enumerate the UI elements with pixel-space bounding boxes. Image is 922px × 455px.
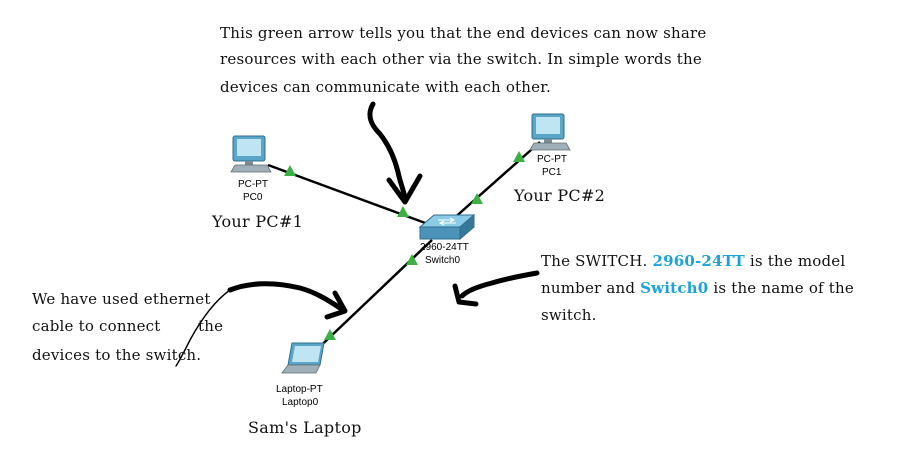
hand-drawn-arrows xyxy=(175,101,540,367)
hand-arrow-to-cable-head xyxy=(324,290,348,320)
ethernet-cables xyxy=(267,141,541,357)
hand-arrow-to-cable xyxy=(227,281,343,311)
switch-name-highlight: Switch0 xyxy=(640,279,708,297)
laptop0-type-label: Laptop-PT xyxy=(276,384,323,395)
cable-note-line3: devices to the switch. xyxy=(32,346,201,364)
laptop-caption: Sam's Laptop xyxy=(248,418,362,437)
cable-pc1-switch xyxy=(451,141,541,221)
switch-note-line2: number and Switch0 is the name of the xyxy=(541,279,854,297)
hand-arrow-to-switch-head xyxy=(452,283,479,307)
link-up-triangle-switch-laptop xyxy=(406,254,418,265)
hand-arrow-to-switch-link xyxy=(367,101,408,201)
switch-model-highlight: 2960-24TT xyxy=(652,252,745,270)
green-arrow-note-line1: This green arrow tells you that the end … xyxy=(220,24,707,42)
pc1-name-label: PC1 xyxy=(542,167,562,178)
laptop0-name-label: Laptop0 xyxy=(282,397,319,408)
hand-arrow-to-switch-link-head xyxy=(386,173,423,205)
desktop-pc-icon[interactable] xyxy=(230,135,272,173)
link-up-triangle-switch-pc0 xyxy=(397,206,409,217)
pc0-caption: Your PC#1 xyxy=(211,212,303,231)
switch0-name-label: Switch0 xyxy=(425,255,460,266)
green-arrow-note: This green arrow tells you that the end … xyxy=(220,24,707,96)
switch-note: The SWITCH. 2960-24TT is the model numbe… xyxy=(541,252,854,324)
cable-note-line1: We have used ethernet xyxy=(32,290,211,308)
green-arrow-note-line3: devices can communicate with each other. xyxy=(220,78,551,96)
link-up-triangle-switch-pc1 xyxy=(471,193,483,204)
cable-note-line2b: the xyxy=(198,317,223,335)
pc1-caption: Your PC#2 xyxy=(513,186,605,205)
hand-arrow-to-switch xyxy=(459,270,540,299)
laptop-icon[interactable] xyxy=(281,342,325,374)
desktop-pc-icon[interactable] xyxy=(529,113,571,151)
switch-note-line3: switch. xyxy=(541,306,597,324)
link-up-triangle-laptop xyxy=(324,329,336,340)
switch-note-line1: The SWITCH. 2960-24TT is the model xyxy=(541,252,845,270)
cable-note-line2a: cable to connect xyxy=(32,317,160,335)
green-arrow-note-line2: resources with each other via the switch… xyxy=(220,50,702,68)
pc0-name-label: PC0 xyxy=(243,192,263,203)
network-switch-icon[interactable] xyxy=(418,213,476,241)
pc0-type-label: PC-PT xyxy=(238,179,268,190)
hand-pointer-line xyxy=(175,289,231,367)
pc1-type-label: PC-PT xyxy=(537,154,567,165)
cable-note: We have used ethernet cable to connect t… xyxy=(32,290,223,364)
switch0-type-label: 2960-24TT xyxy=(420,242,469,253)
link-up-triangle-pc1 xyxy=(513,151,525,162)
link-indicators xyxy=(284,151,525,340)
link-up-triangle-pc0 xyxy=(284,165,296,176)
